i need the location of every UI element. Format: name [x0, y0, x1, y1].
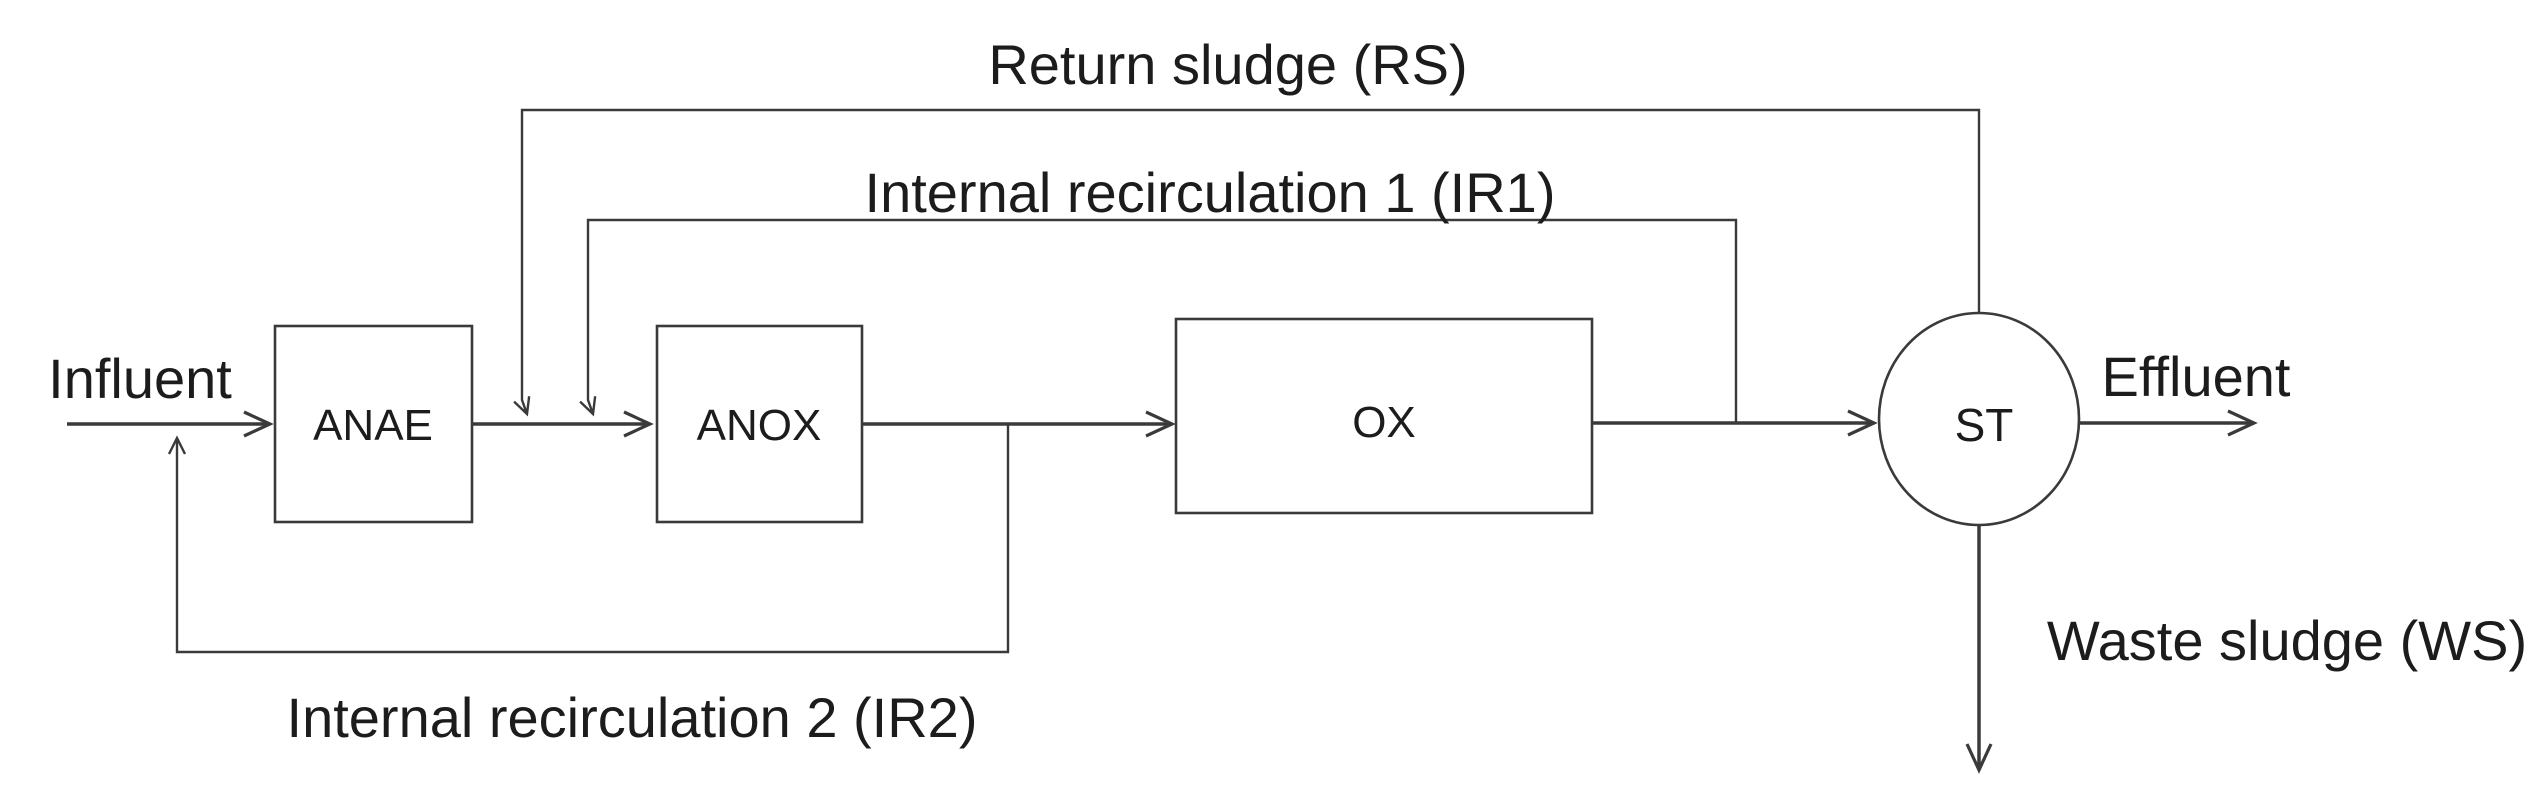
return-sludge-line	[513, 108, 1981, 417]
st-label: ST	[1955, 399, 2014, 451]
ox-box	[1174, 317, 1594, 515]
internal-recirculation-1-label: Internal recirculation 1 (IR1)	[865, 161, 1556, 224]
effluent-label: Effluent	[2102, 345, 2291, 408]
st-circle	[1877, 311, 2081, 527]
internal-recirculation-2-line	[167, 423, 1010, 654]
waste-sludge-label: Waste sludge (WS)	[2047, 609, 2527, 672]
anox-box	[655, 324, 864, 524]
internal-recirculation-2-label: Internal recirculation 2 (IR2)	[287, 686, 978, 749]
internal-recirculation-1-line	[579, 218, 1738, 423]
anae-box	[273, 324, 474, 524]
influent-label: Influent	[48, 347, 232, 410]
anae-label: ANAE	[313, 401, 433, 450]
anox-label: ANOX	[697, 401, 822, 450]
ox-label: OX	[1352, 398, 1416, 447]
return-sludge-label: Return sludge (RS)	[988, 33, 1467, 96]
